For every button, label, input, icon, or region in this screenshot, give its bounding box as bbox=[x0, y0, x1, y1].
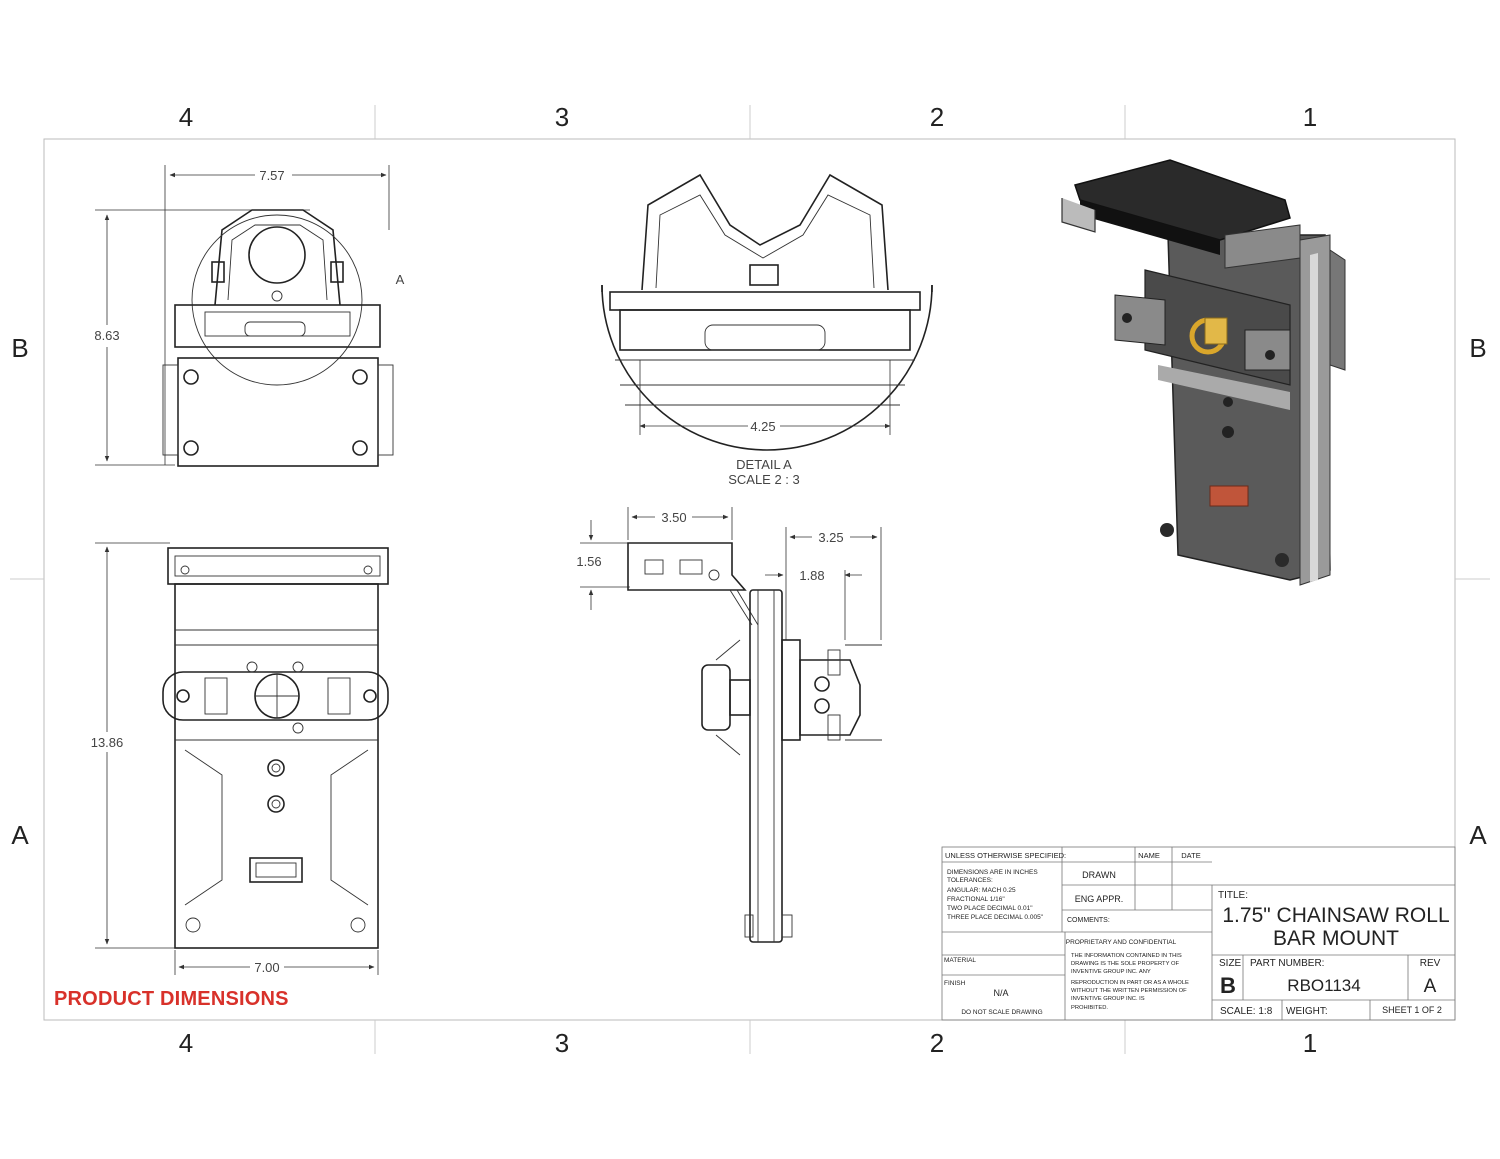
dim-side-right-width: 3.25 bbox=[818, 530, 843, 545]
tb-date-header: DATE bbox=[1181, 851, 1200, 860]
tb-dims-note-1: TOLERANCES: bbox=[947, 877, 993, 884]
dim-detail-width: 4.25 bbox=[750, 419, 775, 434]
tb-title-line1: 1.75" CHAINSAW ROLL bbox=[1222, 904, 1449, 927]
zone-col-3-top: 3 bbox=[555, 102, 569, 132]
zone-col-2-top: 2 bbox=[930, 102, 944, 132]
detail-label: DETAIL A bbox=[736, 457, 792, 472]
detail-scale: SCALE 2 : 3 bbox=[728, 472, 800, 487]
front-view bbox=[95, 165, 394, 467]
side-view bbox=[580, 507, 882, 943]
dim-front-width: 7.57 bbox=[259, 168, 284, 183]
zone-row-b-left: B bbox=[11, 333, 28, 363]
tb-size-value: B bbox=[1220, 973, 1236, 998]
tb-dims-note-2: ANGULAR: MACH 0.25 bbox=[947, 887, 1016, 894]
tb-finish: FINISH bbox=[944, 980, 966, 987]
tb-proprietary-6: PROHIBITED. bbox=[1071, 1005, 1108, 1011]
dim-side-right-inner: 1.88 bbox=[799, 568, 824, 583]
zone-col-4-top: 4 bbox=[179, 102, 193, 132]
tb-rev-label: REV bbox=[1420, 958, 1441, 969]
tb-dims-note-4: TWO PLACE DECIMAL 0.01" bbox=[947, 905, 1033, 912]
detail-a-view bbox=[601, 173, 933, 451]
tb-proprietary-1: DRAWING IS THE SOLE PROPERTY OF bbox=[1071, 961, 1179, 967]
product-dimensions-caption: PRODUCT DIMENSIONS bbox=[54, 988, 289, 1010]
isometric-render bbox=[1061, 159, 1346, 586]
tb-title-line2: BAR MOUNT bbox=[1273, 927, 1399, 950]
tb-dims-note-0: DIMENSIONS ARE IN INCHES bbox=[947, 869, 1038, 876]
tb-name-header: NAME bbox=[1138, 851, 1160, 860]
tb-sheet: SHEET 1 OF 2 bbox=[1382, 1005, 1442, 1015]
tb-unless: UNLESS OTHERWISE SPECIFIED: bbox=[945, 851, 1066, 860]
tb-part-label: PART NUMBER: bbox=[1250, 958, 1324, 969]
dim-bottom-width: 7.00 bbox=[254, 960, 279, 975]
detail-marker: A bbox=[396, 272, 405, 287]
tb-rev-value: A bbox=[1424, 976, 1437, 997]
tb-comments: COMMENTS: bbox=[1067, 917, 1110, 924]
tb-proprietary-2: INVENTIVE GROUP INC. ANY bbox=[1071, 969, 1151, 975]
dim-side-top-width: 3.50 bbox=[661, 510, 686, 525]
tb-dims-note-3: FRACTIONAL 1/16" bbox=[947, 896, 1005, 903]
tb-dims-note-5: THREE PLACE DECIMAL 0.005" bbox=[947, 914, 1044, 921]
tb-proprietary-5: INVENTIVE GROUP INC. IS bbox=[1071, 996, 1145, 1002]
tb-weight: WEIGHT: bbox=[1286, 1006, 1328, 1017]
tb-proprietary-4: WITHOUT THE WRITTEN PERMISSION OF bbox=[1071, 988, 1187, 994]
tb-do-not-scale: DO NOT SCALE DRAWING bbox=[961, 1009, 1042, 1016]
tb-size-label: SIZE bbox=[1219, 958, 1242, 969]
tb-scale: SCALE: 1:8 bbox=[1220, 1006, 1273, 1017]
dim-bottom-height: 13.86 bbox=[91, 735, 124, 750]
tb-title-label: TITLE: bbox=[1218, 890, 1248, 901]
tb-proprietary-3: REPRODUCTION IN PART OR AS A WHOLE bbox=[1071, 980, 1189, 986]
zone-row-b-right: B bbox=[1469, 333, 1486, 363]
tb-finish-value: N/A bbox=[993, 988, 1008, 998]
tb-drawn: DRAWN bbox=[1082, 870, 1116, 880]
tb-eng-appr: ENG APPR. bbox=[1075, 894, 1124, 904]
zone-col-1-top: 1 bbox=[1303, 102, 1317, 132]
title-block-frame bbox=[941, 846, 1456, 1021]
zone-row-a-left: A bbox=[11, 820, 29, 850]
tb-part-value: RBO1134 bbox=[1287, 976, 1360, 995]
tb-proprietary-0: THE INFORMATION CONTAINED IN THIS bbox=[1071, 953, 1182, 959]
tb-material: MATERIAL bbox=[944, 957, 976, 964]
tb-proprietary-header: PROPRIETARY AND CONFIDENTIAL bbox=[1066, 939, 1177, 946]
zone-col-3-bottom: 3 bbox=[555, 1028, 569, 1058]
zone-row-a-right: A bbox=[1469, 820, 1487, 850]
zone-col-4-bottom: 4 bbox=[179, 1028, 193, 1058]
top-view bbox=[95, 542, 389, 975]
zone-col-2-bottom: 2 bbox=[930, 1028, 944, 1058]
dim-side-top-height: 1.56 bbox=[576, 554, 601, 569]
dim-front-height: 8.63 bbox=[94, 328, 119, 343]
zone-ticks bbox=[10, 105, 1490, 1054]
zone-col-1-bottom: 1 bbox=[1303, 1028, 1317, 1058]
